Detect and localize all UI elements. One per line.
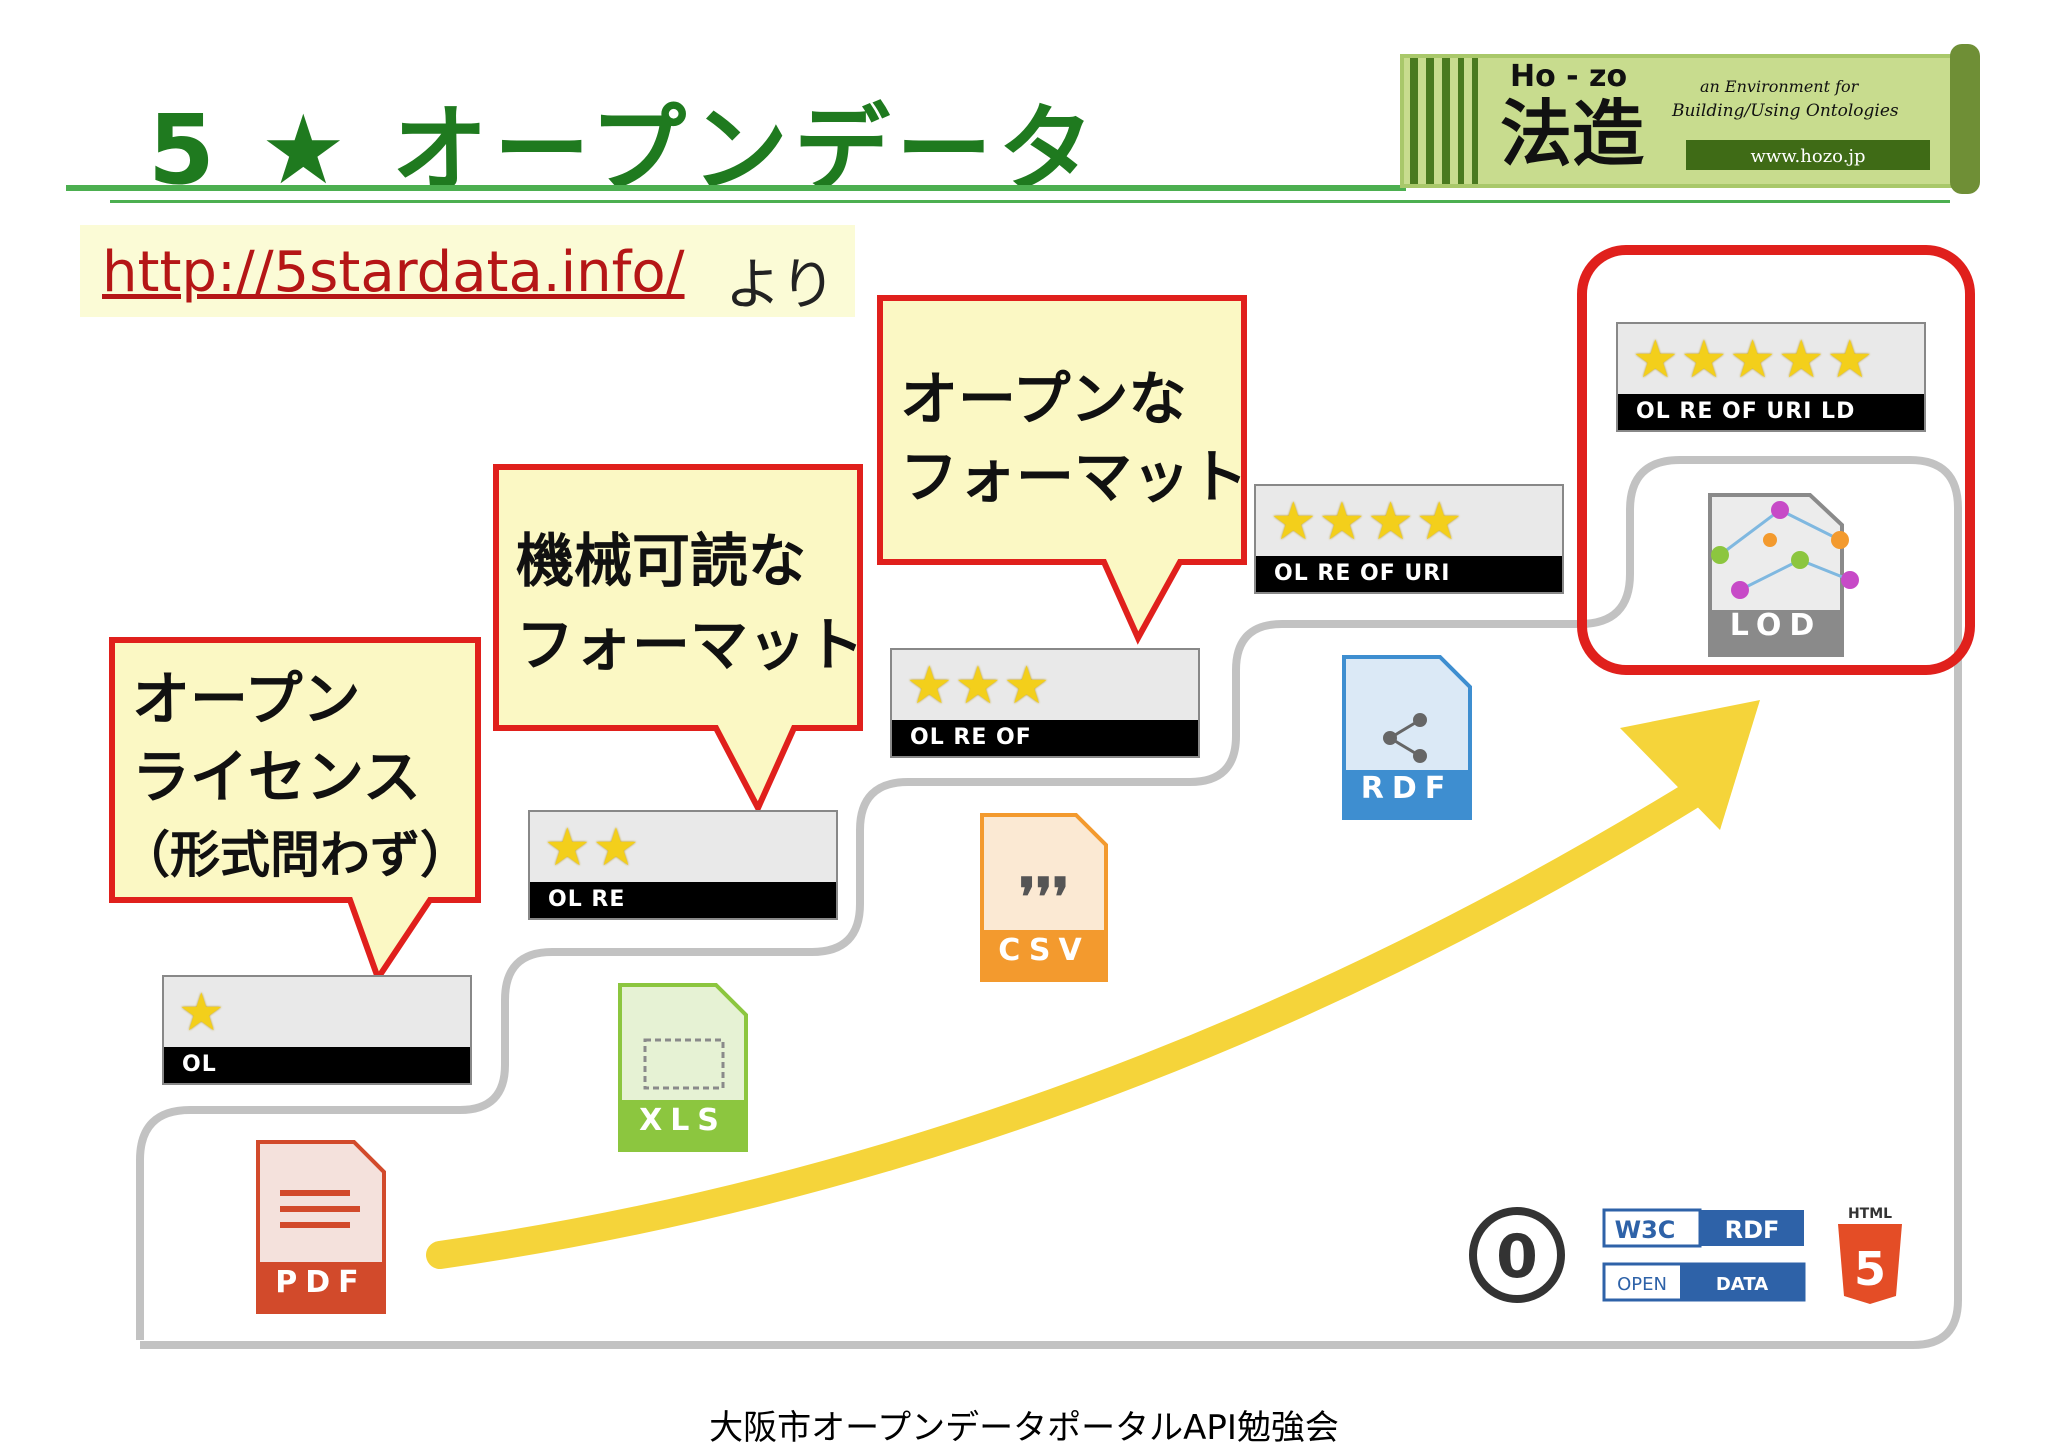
callout-2-line-2: フォーマット <box>516 611 865 679</box>
callout-1-note: （形式問わず） <box>120 826 470 884</box>
pdf-label-box: PDF <box>258 1262 384 1312</box>
badge-2-stars: ★★ <box>544 818 642 878</box>
w3c-text: W3C <box>1615 1216 1676 1244</box>
pdf-icon <box>256 1140 386 1314</box>
rdf-label-box: RDF <box>1344 770 1470 818</box>
badge-3-stars: ★★★ <box>906 656 1052 716</box>
logo-kanji: 法造 <box>1500 91 1644 176</box>
lod-highlight <box>1577 245 1975 675</box>
badge-one-star: ★ OL <box>162 975 472 1085</box>
xls-icon <box>618 983 748 1152</box>
badge-5-labels: OL RE OF URI LD <box>1618 394 1924 430</box>
lod-label: LOD <box>1729 608 1823 643</box>
callout-1-line-1: オープン <box>132 665 361 733</box>
title-underline <box>66 185 1406 191</box>
source-box <box>80 225 855 317</box>
callout-2 <box>493 464 863 815</box>
csv-label-box: CSV <box>982 930 1106 980</box>
badge-3-labels: OL RE OF <box>892 720 1198 756</box>
data-text: DATA <box>1716 1274 1768 1295</box>
open-text: OPEN <box>1617 1274 1667 1295</box>
callout-3 <box>877 295 1247 645</box>
callout-3-line-2: フォーマット <box>900 443 1249 511</box>
badge-2-labels: OL RE <box>530 882 836 918</box>
rdf-label: RDF <box>1360 771 1454 806</box>
staircase-outline <box>136 456 1962 1349</box>
source-suffix: より <box>725 253 836 318</box>
badge-four-star: ★★★★ OL RE OF URI <box>1254 484 1564 594</box>
xls-label-box: XLS <box>620 1100 746 1150</box>
html-text: HTML <box>1848 1206 1892 1222</box>
title-underline-thin <box>110 200 1950 203</box>
logo-tagline-2: Building/Using Ontologies <box>1671 101 1899 121</box>
badge-two-star: ★★ OL RE <box>528 810 838 920</box>
badge-5-stars: ★★★★★ <box>1632 330 1876 390</box>
callout-3-line-1: オープンな <box>900 365 1187 433</box>
w3c-rdf-logo: W3C RDF <box>1602 1208 1804 1248</box>
badge-five-star: ★★★★★ OL RE OF URI LD <box>1616 322 1926 432</box>
hozo-logo: Ho - zo 法造 an Environment for Building/U… <box>1400 44 1980 194</box>
cc-zero-icon: 0 <box>1469 1207 1565 1303</box>
lod-icon <box>1708 493 1859 657</box>
rdf-logo-text: RDF <box>1725 1216 1780 1244</box>
callout-1 <box>109 637 481 985</box>
logo-hozo-text: Ho - zo <box>1510 59 1627 94</box>
open-data-logo: OPEN DATA <box>1602 1262 1806 1302</box>
html5-logo: HTML 5 <box>1838 1206 1902 1304</box>
xls-label: XLS <box>639 1103 727 1138</box>
logo-tagline-1: an Environment for <box>1700 77 1860 96</box>
progress-arrow <box>426 776 1714 1269</box>
logo-url: www.hozo.jp <box>1750 146 1865 167</box>
badge-1-labels: OL <box>164 1047 470 1083</box>
progress-arrow-head <box>1620 700 1760 830</box>
callout-1-line-2: ライセンス <box>132 743 421 811</box>
csv-label: CSV <box>998 933 1090 968</box>
badge-three-star: ★★★ OL RE OF <box>890 648 1200 758</box>
badge-4-stars: ★★★★ <box>1270 492 1465 552</box>
pdf-label: PDF <box>275 1265 367 1300</box>
badge-4-labels: OL RE OF URI <box>1256 556 1562 592</box>
footer-text: 大阪市オープンデータポータルAPI勉強会 <box>709 1408 1339 1448</box>
csv-icon: ❜❜❜ <box>980 813 1108 982</box>
cc-zero-glyph: 0 <box>1496 1222 1538 1292</box>
lod-label-box: LOD <box>1710 608 1842 655</box>
csv-quotes-icon: ❜❜❜ <box>1019 867 1069 928</box>
source-link[interactable]: http://5stardata.info/ <box>102 240 685 305</box>
rdf-icon <box>1342 655 1472 820</box>
badge-1-stars: ★ <box>178 983 227 1043</box>
callout-2-line-1: 機械可読な <box>516 527 807 595</box>
html5-number: 5 <box>1854 1242 1886 1296</box>
